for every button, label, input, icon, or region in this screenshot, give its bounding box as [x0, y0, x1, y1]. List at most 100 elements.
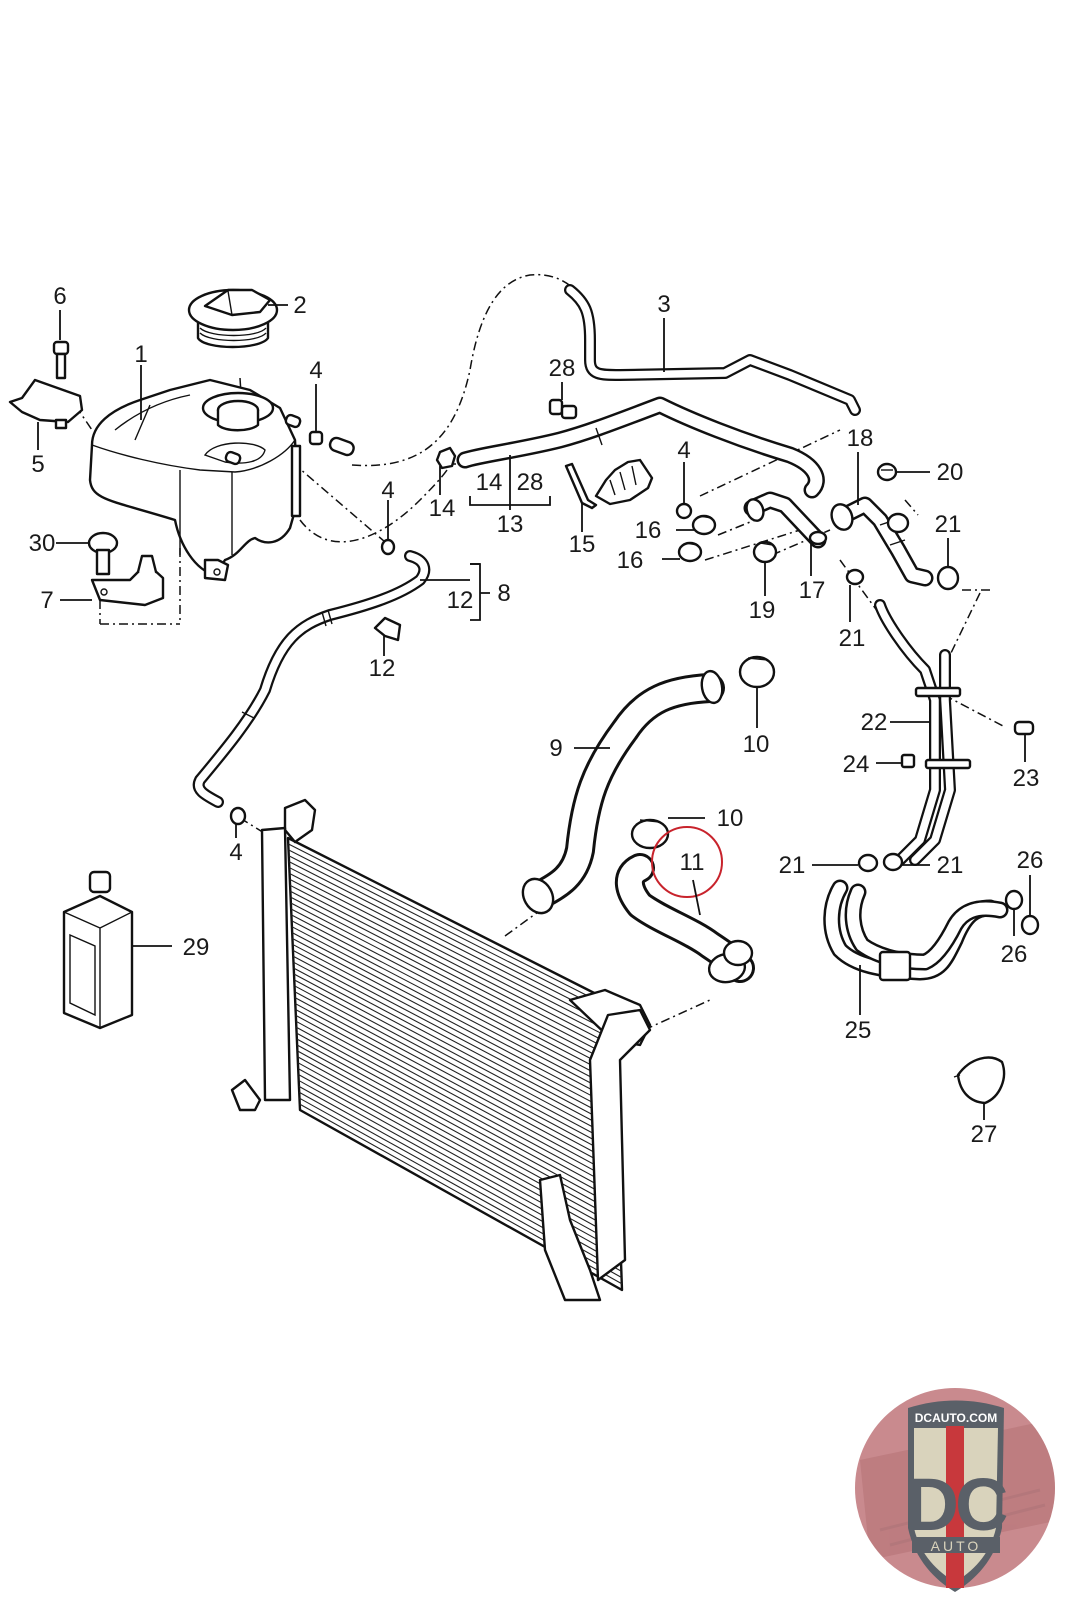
callout-16: 16 [617, 547, 644, 574]
radiator-fin [291, 920, 616, 1091]
callout-24: 24 [843, 751, 870, 778]
bolt-23[interactable] [1013, 720, 1035, 736]
radiator-fin [291, 926, 616, 1097]
clamp-16b[interactable] [677, 541, 703, 563]
callout-6: 6 [53, 283, 66, 310]
callout-21: 21 [779, 852, 806, 879]
callout-28: 28 [517, 469, 544, 496]
radiator-fin [290, 908, 615, 1078]
clip-28[interactable] [548, 398, 578, 420]
callout-9: 9 [549, 735, 562, 762]
radiator-fin [296, 1044, 620, 1222]
clamp-21d[interactable] [882, 852, 904, 872]
callout-7: 7 [40, 587, 53, 614]
callout-11: 11 [680, 849, 705, 876]
clamp-19[interactable] [752, 540, 778, 564]
callout-2: 2 [293, 292, 306, 319]
clip-12[interactable] [373, 616, 402, 642]
radiator-fin [289, 872, 614, 1041]
clamp-26a[interactable] [1004, 889, 1024, 911]
hose-18[interactable] [828, 496, 934, 587]
radiator-fin [294, 997, 619, 1172]
clamp-4-left[interactable] [380, 538, 396, 556]
radiator-fin [290, 896, 615, 1066]
clamp-10-lower[interactable] [630, 818, 670, 850]
callout-27: 27 [971, 1121, 998, 1148]
radiator-fin [288, 855, 613, 1022]
radiator-fin [296, 1026, 620, 1203]
radiator-fin [288, 861, 614, 1028]
callout-26: 26 [1001, 941, 1028, 968]
tank-cap[interactable] [187, 288, 279, 349]
heater-hose-25[interactable] [823, 879, 1009, 982]
tank-bracket[interactable] [8, 378, 84, 430]
clip-nut-24[interactable] [900, 753, 916, 769]
callout-4: 4 [677, 437, 690, 464]
radiator-fin [293, 973, 618, 1147]
radiator-fin [295, 1008, 619, 1185]
callout-28: 28 [549, 355, 576, 382]
radiator-fin [296, 1038, 620, 1216]
radiator-fin [292, 943, 617, 1116]
radiator-fin [288, 849, 613, 1016]
lower-radiator-hose-11[interactable] [614, 853, 755, 985]
callout-labels: 1 2 3 4 5 6 30 7 4 12 8 12 14 14 28 13 2… [29, 283, 1044, 1148]
clamp-4-upper[interactable] [308, 430, 355, 457]
radiator-fin [296, 1032, 620, 1210]
clamp-21b[interactable] [936, 565, 960, 591]
radiator-fin [293, 961, 617, 1134]
clamp-21a[interactable] [845, 568, 865, 586]
callout-17: 17 [799, 577, 826, 604]
nut-14[interactable] [435, 446, 457, 470]
callout-21: 21 [935, 511, 962, 538]
coolant-pipe-22[interactable] [874, 599, 972, 866]
hose-17[interactable] [743, 491, 828, 549]
radiator-fin [293, 967, 618, 1141]
radiator-fin [291, 932, 616, 1103]
upper-radiator-hose-9[interactable] [517, 669, 725, 919]
clamp-4-mid[interactable] [675, 502, 693, 520]
clamp-26b[interactable] [1020, 914, 1040, 936]
callout-8: 8 [497, 580, 510, 607]
clamp-4-lower[interactable] [229, 806, 247, 826]
callout-3: 3 [657, 291, 670, 318]
radiator[interactable] [230, 798, 652, 1302]
bolt-30[interactable] [87, 531, 119, 576]
lower-bracket[interactable] [90, 554, 165, 607]
callout-23: 23 [1013, 765, 1040, 792]
callout-18: 18 [847, 425, 874, 452]
callout-1: 1 [134, 341, 147, 368]
clamp-20[interactable] [876, 462, 898, 482]
logo-letters: DC [906, 1463, 1007, 1546]
highlight-circle [651, 826, 723, 898]
callout-15: 15 [569, 531, 596, 558]
radiator-fin [292, 938, 616, 1109]
callout-12: 12 [369, 655, 396, 682]
coolant-bottle-29[interactable] [62, 870, 134, 1030]
radiator-fin [288, 843, 613, 1009]
callout-30: 30 [29, 530, 56, 557]
callout-4: 4 [381, 477, 394, 504]
callout-12: 12 [447, 587, 474, 614]
radiator-fin [294, 985, 618, 1160]
radiator-fin [294, 979, 618, 1153]
clamp-21c[interactable] [857, 853, 879, 873]
clamp-16a[interactable] [691, 514, 717, 536]
radiator-fin [291, 914, 616, 1084]
hose-13[interactable] [456, 396, 825, 499]
seal-27[interactable] [953, 1056, 1006, 1105]
bolt-6[interactable] [52, 340, 70, 380]
radiator-fin [295, 1020, 620, 1197]
callout-19: 19 [749, 597, 776, 624]
vent-hose-3[interactable] [564, 284, 861, 416]
callout-4: 4 [309, 357, 322, 384]
expansion-tank[interactable] [88, 378, 302, 582]
clamp-10-upper[interactable] [738, 655, 776, 689]
callout-10: 10 [743, 731, 770, 758]
hose-holder-15[interactable] [564, 458, 654, 510]
leader-lines [37, 304, 1031, 1120]
logo-bottom-text: AUTO [931, 1538, 982, 1554]
callout-16: 16 [635, 517, 662, 544]
dcauto-logo: DCAUTO.COM DC AUTO [855, 1388, 1055, 1592]
